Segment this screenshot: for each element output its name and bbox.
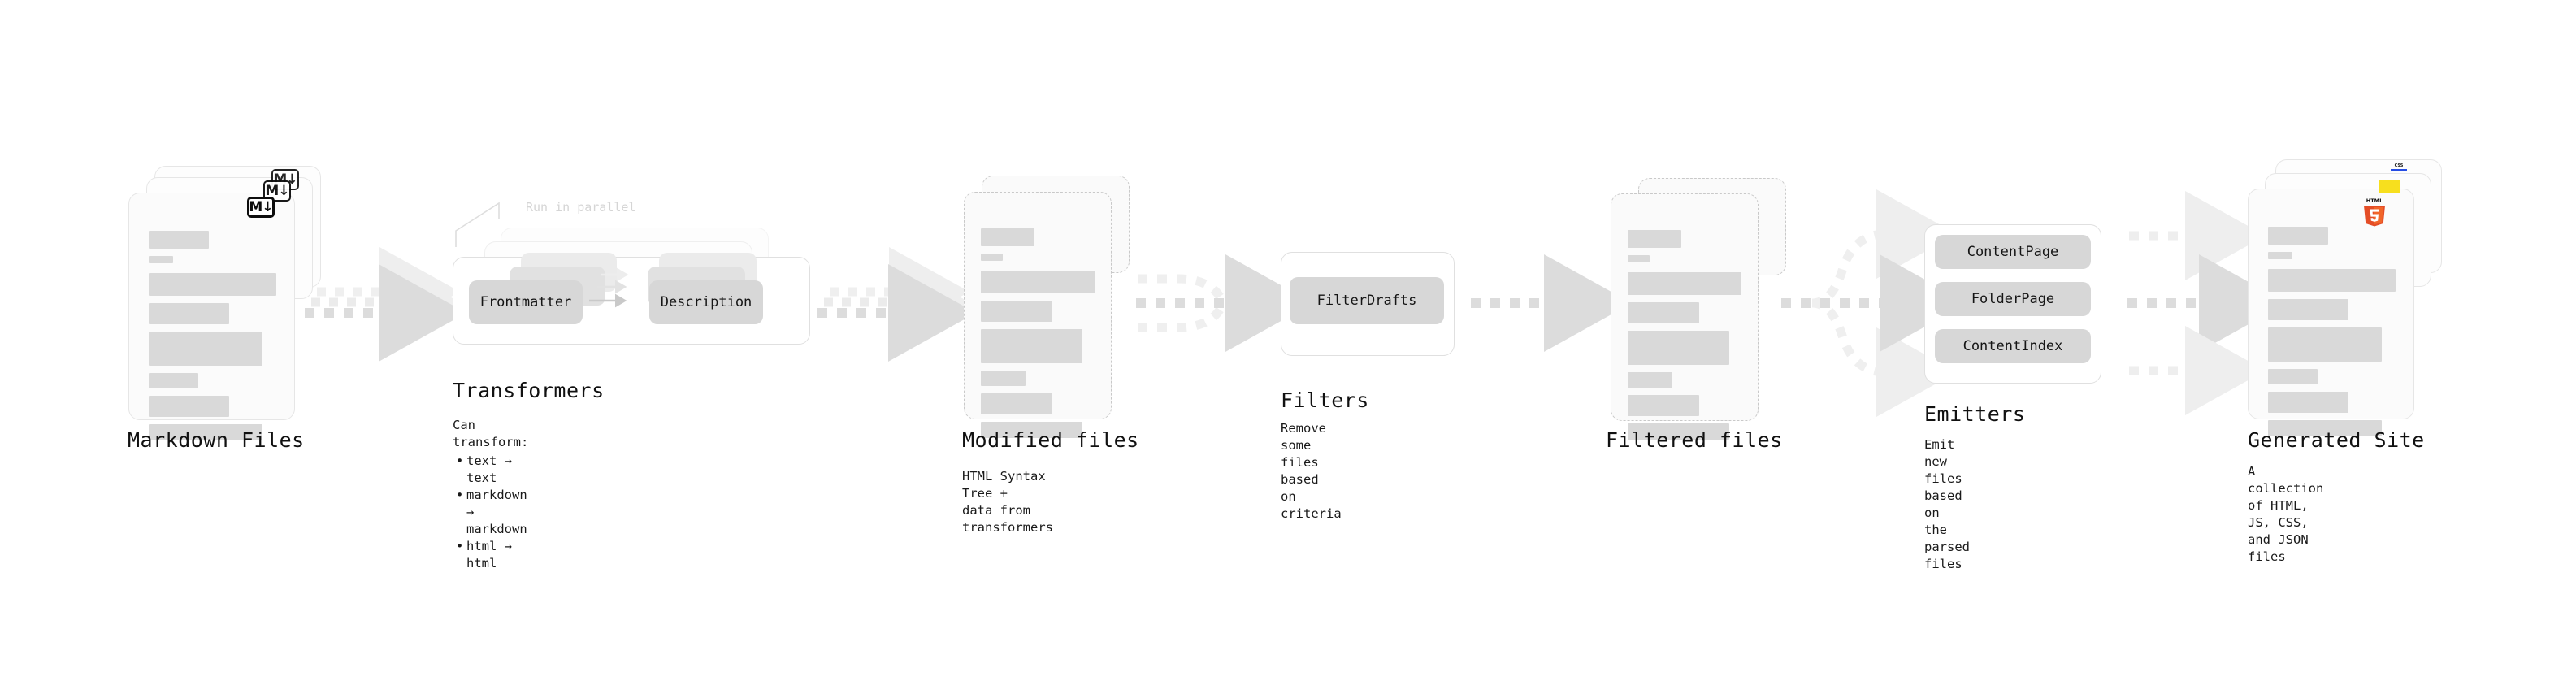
modified-doc-content <box>981 228 1095 445</box>
css3-icon: CSS <box>2391 164 2407 172</box>
connector-transformers-to-modified <box>817 247 976 362</box>
svg-text:HTML: HTML <box>2366 197 2383 204</box>
filtered-files-title: Filtered files <box>1606 428 1783 452</box>
generated-site-description: A collection of HTML, JS, CSS, and JSON … <box>2248 464 2324 564</box>
transformers-bullet-0: text → text <box>456 453 528 487</box>
connector-markdown-to-transformers <box>305 247 466 362</box>
markdown-icon-front: M↓ <box>247 197 275 218</box>
markdown-doc-content <box>149 231 276 448</box>
generated-doc-front <box>2248 189 2414 436</box>
transformer-chip-description[interactable]: Description <box>649 280 763 324</box>
filters-title: Filters <box>1281 388 1369 412</box>
emitters-chip-folderpage[interactable]: FolderPage <box>1935 282 2091 316</box>
markdown-files-title: Markdown Files <box>128 428 305 452</box>
connector-modified-to-filters <box>1136 254 1313 352</box>
emitters-description: Emit new files based on the parsed files <box>1924 437 1970 571</box>
css3-icon-label: CSS <box>2394 163 2404 168</box>
modified-files-title: Modified files <box>962 428 1139 452</box>
run-in-parallel-bracket <box>455 202 500 247</box>
markdown-doc-front <box>128 193 295 440</box>
transformers-bullet-2: html → html <box>456 538 528 572</box>
transformers-bullet-list: text → text markdown → markdown html → h… <box>453 453 528 572</box>
modified-doc-front <box>964 192 1112 438</box>
javascript-icon <box>2379 180 2400 193</box>
markdown-icon-mid: M↓ <box>263 180 291 202</box>
emitters-chip-contentpage[interactable]: ContentPage <box>1935 235 2091 269</box>
transformers-bullet-1: markdown → markdown <box>456 487 528 538</box>
html5-icon: HTML <box>2361 197 2387 228</box>
emitters-chip-contentindex[interactable]: ContentIndex <box>1935 329 2091 363</box>
transformers-description: Can transform: text → text markdown → ma… <box>453 417 528 572</box>
modified-files-description: HTML Syntax Tree + data from transformer… <box>962 469 1053 535</box>
filters-description: Remove some files based on criteria <box>1281 421 1342 521</box>
filtered-doc-front <box>1611 193 1759 440</box>
filtered-doc-content <box>1628 230 1741 447</box>
transformer-inner-arrows <box>589 267 629 308</box>
transformers-title: Transformers <box>453 379 605 402</box>
connector-emitters-to-generated <box>2127 191 2287 415</box>
run-in-parallel-note: Run in parallel <box>526 200 636 215</box>
connector-filtered-to-emitters <box>1781 189 1967 417</box>
transformers-sub-header: Can transform: <box>453 418 529 449</box>
emitters-title: Emitters <box>1924 402 2026 426</box>
transformer-chip-frontmatter[interactable]: Frontmatter <box>469 280 583 324</box>
generated-doc-content <box>2268 227 2396 444</box>
css3-icon-bar <box>2391 169 2407 171</box>
generated-site-title: Generated Site <box>2248 428 2425 452</box>
filters-chip-filterdrafts[interactable]: FilterDrafts <box>1290 277 1444 324</box>
